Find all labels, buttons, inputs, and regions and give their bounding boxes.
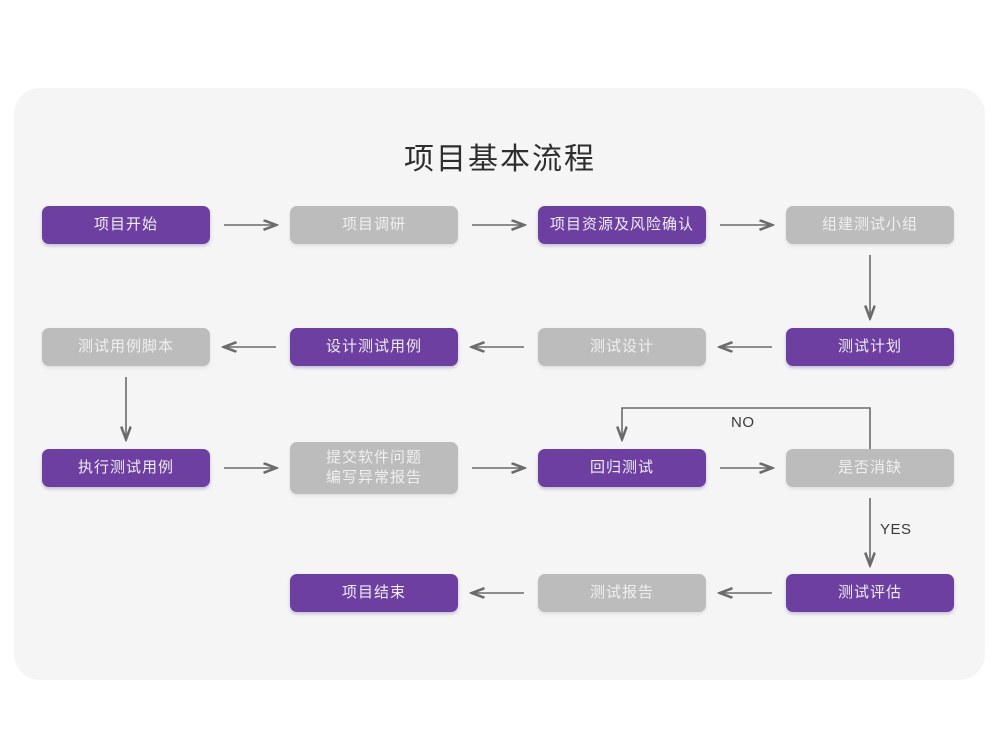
edge-label-yes: YES [880, 521, 912, 538]
node-test-report[interactable]: 测试报告 [538, 574, 706, 612]
node-execute-test-case[interactable]: 执行测试用例 [42, 449, 210, 487]
page-title: 项目基本流程 [404, 143, 596, 176]
node-project-end[interactable]: 项目结束 [290, 574, 458, 612]
node-test-plan[interactable]: 测试计划 [786, 328, 954, 366]
node-submit-issue-report[interactable]: 提交软件问题 编写异常报告 [290, 442, 458, 494]
node-resource-risk-confirm[interactable]: 项目资源及风险确认 [538, 206, 706, 244]
node-regression-test[interactable]: 回归测试 [538, 449, 706, 487]
node-test-design[interactable]: 测试设计 [538, 328, 706, 366]
node-test-case-script[interactable]: 测试用例脚本 [42, 328, 210, 366]
node-project-research[interactable]: 项目调研 [290, 206, 458, 244]
node-form-test-team[interactable]: 组建测试小组 [786, 206, 954, 244]
node-test-evaluation[interactable]: 测试评估 [786, 574, 954, 612]
node-project-start[interactable]: 项目开始 [42, 206, 210, 244]
node-defect-resolved[interactable]: 是否消缺 [786, 449, 954, 487]
node-design-test-case[interactable]: 设计测试用例 [290, 328, 458, 366]
edge-label-no: NO [731, 414, 755, 431]
